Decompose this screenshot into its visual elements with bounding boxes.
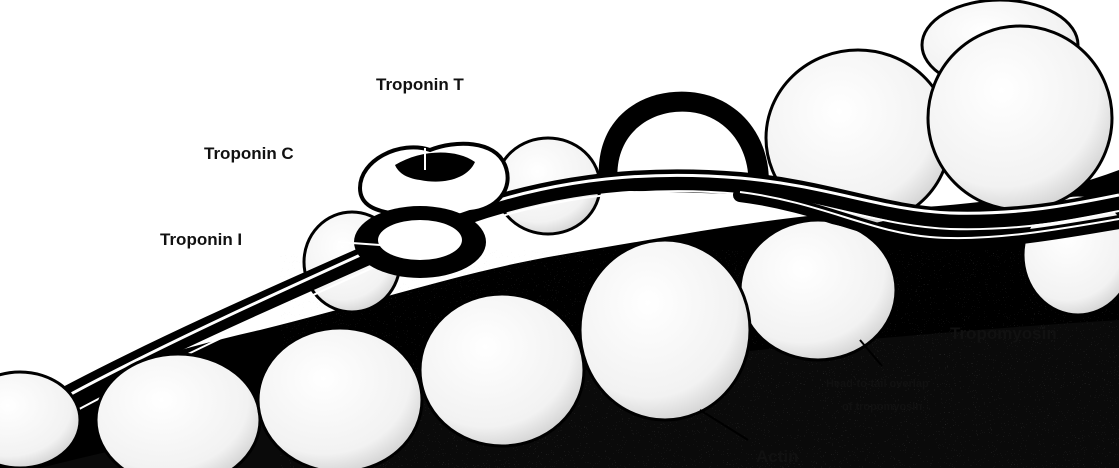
label-actin: Actin xyxy=(756,447,799,466)
label-head-to-tail-line2: of tropomyosin xyxy=(842,401,922,413)
actin-monomer xyxy=(740,220,896,360)
label-tropomyosin: Tropomyosin xyxy=(950,324,1057,343)
actin-monomer xyxy=(96,354,260,468)
actin-monomer xyxy=(580,240,750,420)
label-troponin-c: Troponin C xyxy=(204,144,294,163)
actin-monomer xyxy=(420,294,584,446)
actin-monomer xyxy=(258,328,422,468)
actin-monomer xyxy=(928,26,1112,210)
label-troponin-t: Troponin T xyxy=(376,75,464,94)
label-troponin-i: Troponin I xyxy=(160,230,242,249)
label-head-to-tail-line1: Head-to-tail overlap xyxy=(826,378,929,390)
